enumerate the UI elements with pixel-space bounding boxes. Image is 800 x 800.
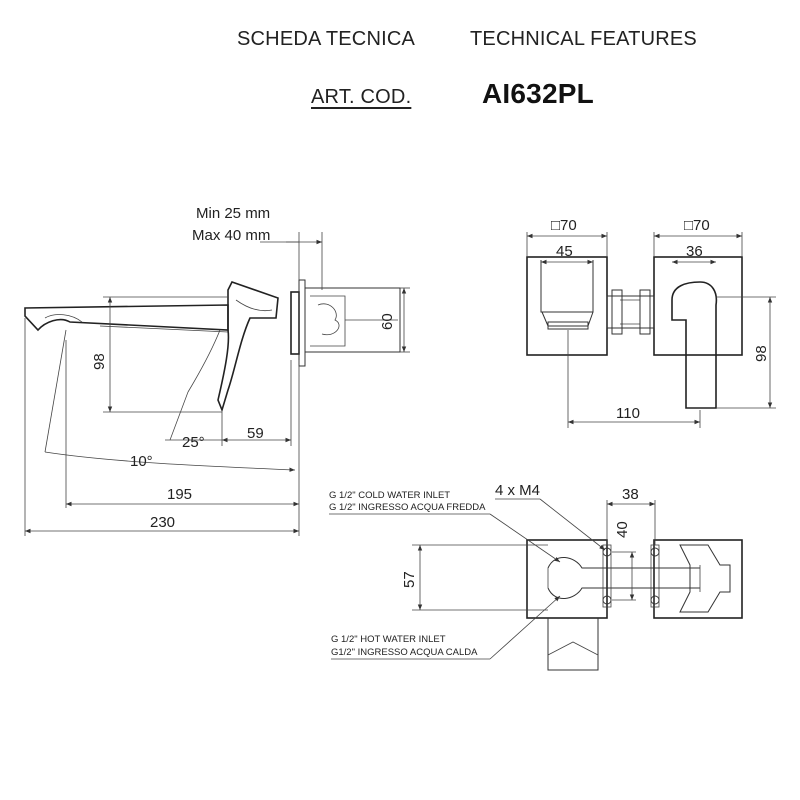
title-italian: SCHEDA TECNICA (237, 28, 416, 50)
dim-195: 195 (167, 486, 192, 503)
aerator (547, 321, 589, 330)
dim-230: 230 (150, 514, 175, 531)
pipe-top (547, 557, 700, 569)
wall-plate (290, 291, 300, 355)
top-plate-left (526, 539, 608, 619)
connector-nut-left (611, 289, 623, 335)
dim-98-front: 98 (753, 345, 770, 362)
pipe-bottom (547, 587, 700, 599)
dim-38: 38 (622, 486, 639, 503)
top-plate-right (653, 539, 743, 619)
front-view: □70 □70 45 36 98 110 (526, 217, 776, 428)
screw-icon (650, 547, 660, 557)
front-handle (671, 281, 718, 409)
plate-left-size: □70 (551, 217, 577, 234)
concealed-body (304, 287, 401, 353)
hot-inlet-body (547, 618, 599, 671)
connector-nut-right (639, 289, 651, 335)
front-plate-left (526, 256, 608, 356)
hot-inlet-it: G1/2" INGRESSO ACQUA CALDA (331, 647, 478, 658)
dim-59: 59 (247, 425, 264, 442)
handle-detail (235, 299, 273, 312)
lever-edge (187, 329, 221, 393)
cold-inlet-en: G 1/2" COLD WATER INLET (329, 490, 450, 501)
wall-max-label: Max 40 mm (192, 227, 270, 244)
wall-flange (298, 279, 306, 367)
concealed-inner (310, 295, 346, 347)
connector (606, 295, 655, 329)
dim-height-98: 98 (91, 353, 108, 370)
handle-outline (217, 281, 279, 413)
dim-57: 57 (401, 571, 418, 588)
hot-inlet-en: G 1/2" HOT WATER INLET (331, 634, 446, 645)
dim-40: 40 (614, 521, 631, 538)
cold-inlet-it: G 1/2" INGRESSO ACQUA FREDDA (329, 502, 486, 513)
screw-icons (602, 547, 660, 605)
dim-45: 45 (556, 243, 573, 260)
cross-body (679, 544, 731, 613)
side-view: Min 25 mm Max 40 mm 60 98 25° 59 10° 195… (24, 205, 410, 536)
hot-inlet-detail (547, 641, 599, 656)
screw-icon (650, 595, 660, 605)
article-code-label: ART. COD. (311, 86, 412, 108)
dim-110: 110 (616, 405, 640, 422)
outlet-body (540, 260, 594, 313)
outlet-tip (541, 311, 594, 327)
dim-36: 36 (686, 243, 703, 260)
spout-underside (99, 325, 229, 333)
title-english: TECHNICAL FEATURES (470, 28, 697, 50)
cartridge (317, 303, 340, 336)
screws-label: 4 x M4 (495, 482, 540, 499)
spout-outline (24, 304, 229, 332)
angle-10: 10° (130, 453, 153, 470)
wall-min-label: Min 25 mm (196, 205, 270, 222)
front-plate-right (653, 256, 743, 356)
plate-right-size: □70 (684, 217, 710, 234)
article-code-value: AI632PL (482, 78, 594, 109)
dim-height-60: 60 (379, 313, 396, 330)
top-view: 4 x M4 38 40 57 G 1/2" COLD WATER INLET … (329, 482, 743, 671)
angle-25: 25° (182, 434, 205, 451)
spout-aerator (44, 314, 83, 323)
